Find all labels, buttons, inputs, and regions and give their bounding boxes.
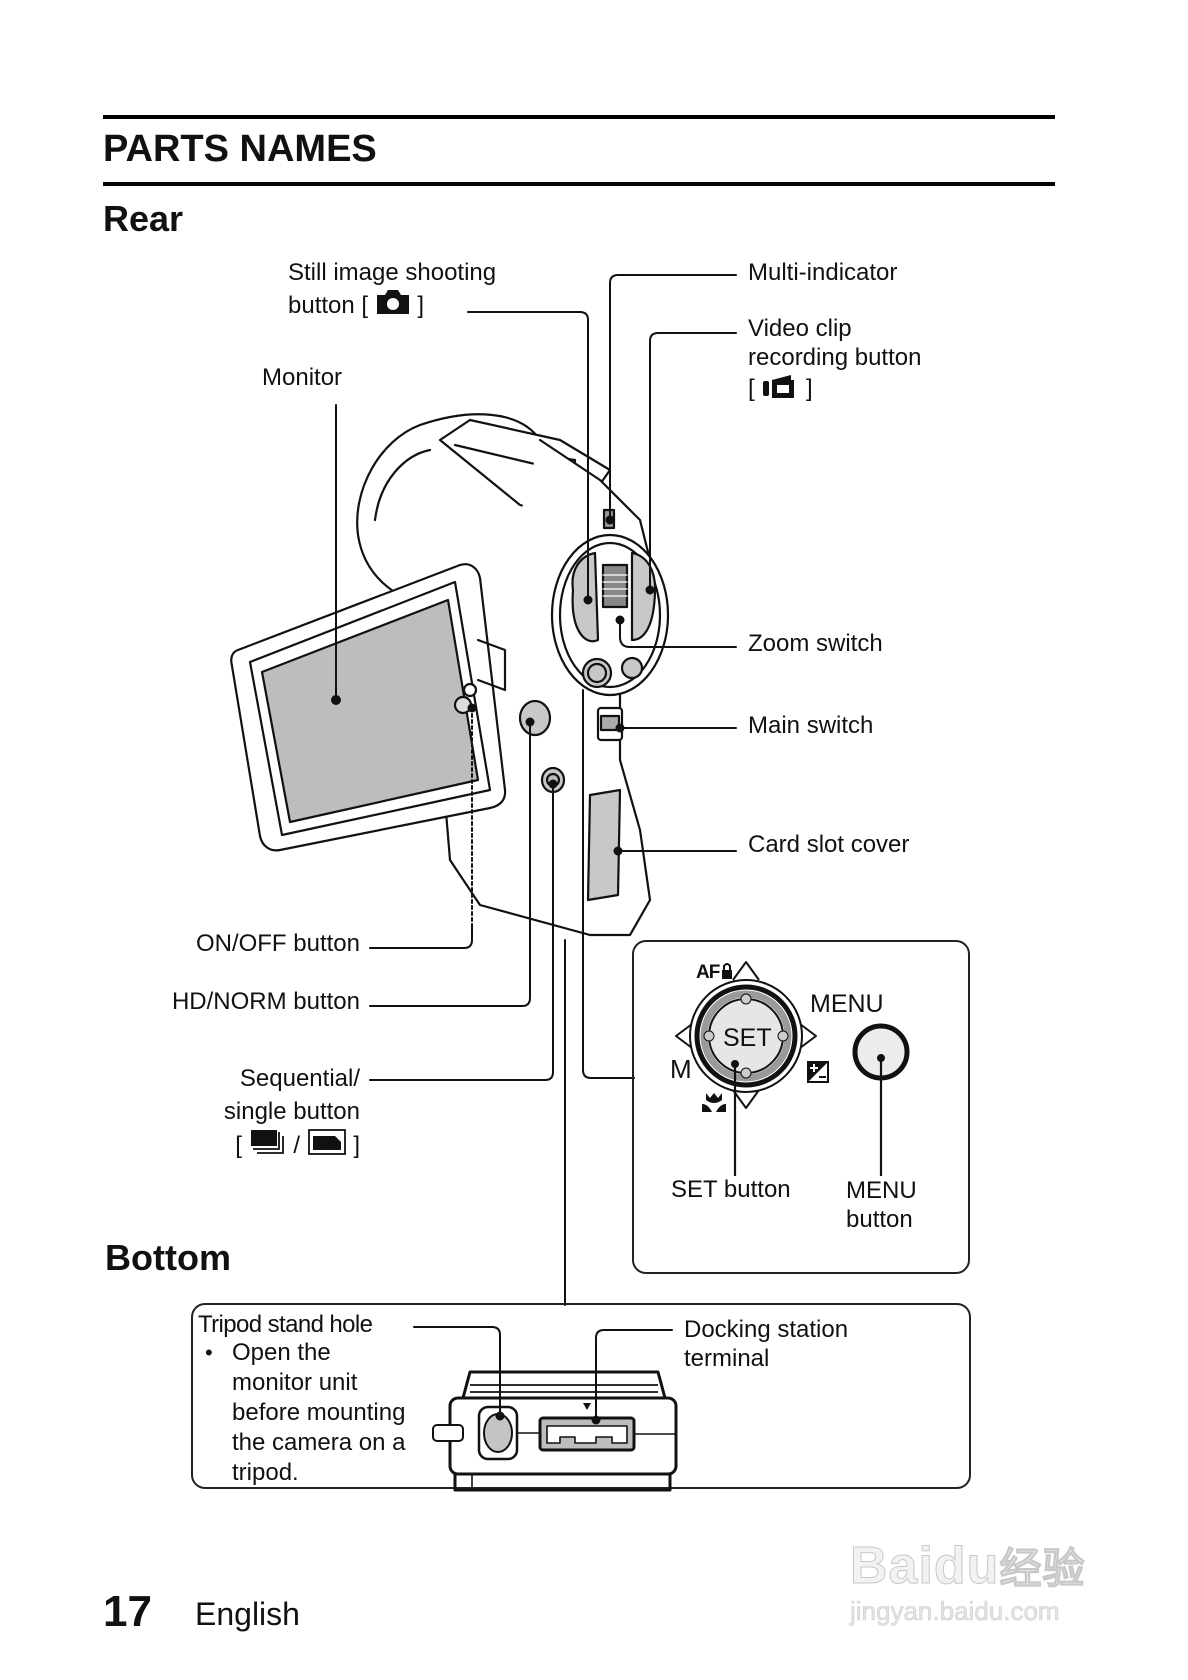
label-still-line2: button [ ] xyxy=(288,289,496,324)
control-panel-box xyxy=(632,940,970,1274)
page-title: PARTS NAMES xyxy=(103,128,377,170)
label-seq-open: [ xyxy=(235,1131,242,1159)
title-underline-rule xyxy=(103,182,1055,186)
label-monitor: Monitor xyxy=(262,364,343,391)
label-hd-norm-button: HD/NORM button xyxy=(171,988,360,1015)
menu-button-line2: button xyxy=(846,1206,913,1233)
watermark-suffix: 经验 xyxy=(999,1545,1086,1593)
label-seq-line1: Sequential/ xyxy=(239,1065,360,1092)
video-camera-icon xyxy=(761,372,799,407)
label-still-close: ] xyxy=(417,291,425,319)
label-video-close: ] xyxy=(806,374,813,402)
label-tripod-stand-hole: Tripod stand hole xyxy=(198,1311,373,1338)
tripod-note-bullet: • xyxy=(205,1340,213,1365)
single-shot-icon xyxy=(307,1128,347,1165)
page-language: English xyxy=(195,1596,300,1632)
m-mode-label: M xyxy=(670,1054,692,1084)
label-main-switch: Main switch xyxy=(748,712,874,739)
label-still-text: button [ xyxy=(288,291,369,319)
tripod-note-line: tripod. xyxy=(232,1459,299,1486)
menu-button-line1: MENU xyxy=(846,1177,917,1204)
set-center-label[interactable]: SET xyxy=(723,1024,772,1052)
section-heading-rear: Rear xyxy=(103,198,184,239)
label-video-clip-button: Video clip recording button [ ] xyxy=(748,314,921,407)
sequential-shot-icon xyxy=(249,1128,287,1165)
page-number: 17 xyxy=(103,1587,152,1636)
af-lock-label: AF xyxy=(696,962,720,983)
label-docking-station-terminal: Docking station terminal xyxy=(684,1315,848,1373)
camera-icon xyxy=(375,289,411,324)
baidu-watermark: Baidu经验 jingyan.baidu.com xyxy=(850,1535,1085,1627)
label-video-line2: recording button xyxy=(748,344,922,371)
tripod-note: Open the monitor unit before mounting th… xyxy=(232,1338,405,1488)
exposure-compensation-icon xyxy=(807,1061,829,1083)
label-still-image-button: Still image shooting button [ ] xyxy=(288,257,496,324)
label-video-open: [ xyxy=(748,374,755,402)
label-seq-sep: / xyxy=(293,1131,300,1159)
arrow-right-icon xyxy=(799,1023,817,1049)
label-video-line3: [ ] xyxy=(748,372,921,407)
arrow-down-icon xyxy=(732,1089,760,1109)
top-rule xyxy=(103,115,1055,119)
label-seq-line2: single button xyxy=(223,1098,360,1125)
tripod-note-line: monitor unit xyxy=(232,1369,358,1396)
label-multi-indicator: Multi-indicator xyxy=(748,259,898,286)
macro-tulip-icon xyxy=(702,1093,726,1112)
af-lock-icon xyxy=(722,963,732,979)
menu-button-label: MENU button xyxy=(846,1176,917,1234)
set-button-label: SET button xyxy=(671,1176,791,1203)
tripod-note-line: the camera on a xyxy=(232,1429,406,1456)
watermark-url: jingyan.baidu.com xyxy=(850,1596,1060,1627)
label-still-line1: Still image shooting xyxy=(288,259,497,286)
label-zoom-switch: Zoom switch xyxy=(748,630,883,657)
docking-line2: terminal xyxy=(684,1345,770,1372)
watermark-logo: Baidu经验 xyxy=(850,1535,1085,1596)
watermark-brand: Bai xyxy=(850,1537,934,1596)
docking-line1: Docking station xyxy=(684,1316,849,1343)
label-sequential-single-button: Sequential/ single button [ / ] xyxy=(224,1062,360,1165)
watermark-paw: du xyxy=(933,1537,1000,1596)
label-seq-line3: [ / ] xyxy=(224,1128,360,1165)
tripod-note-line: before mounting xyxy=(232,1399,406,1426)
label-card-slot-cover: Card slot cover xyxy=(748,831,910,858)
tripod-note-line: Open the xyxy=(232,1339,331,1366)
label-seq-close: ] xyxy=(353,1131,360,1159)
arrow-left-icon xyxy=(675,1023,693,1049)
label-on-off-button: ON/OFF button xyxy=(195,930,360,957)
arrow-up-icon xyxy=(732,961,760,981)
section-heading-bottom: Bottom xyxy=(105,1237,231,1278)
label-video-line1: Video clip xyxy=(748,315,852,342)
bottom-view-box xyxy=(191,1303,971,1489)
menu-label-top: MENU xyxy=(810,990,884,1018)
